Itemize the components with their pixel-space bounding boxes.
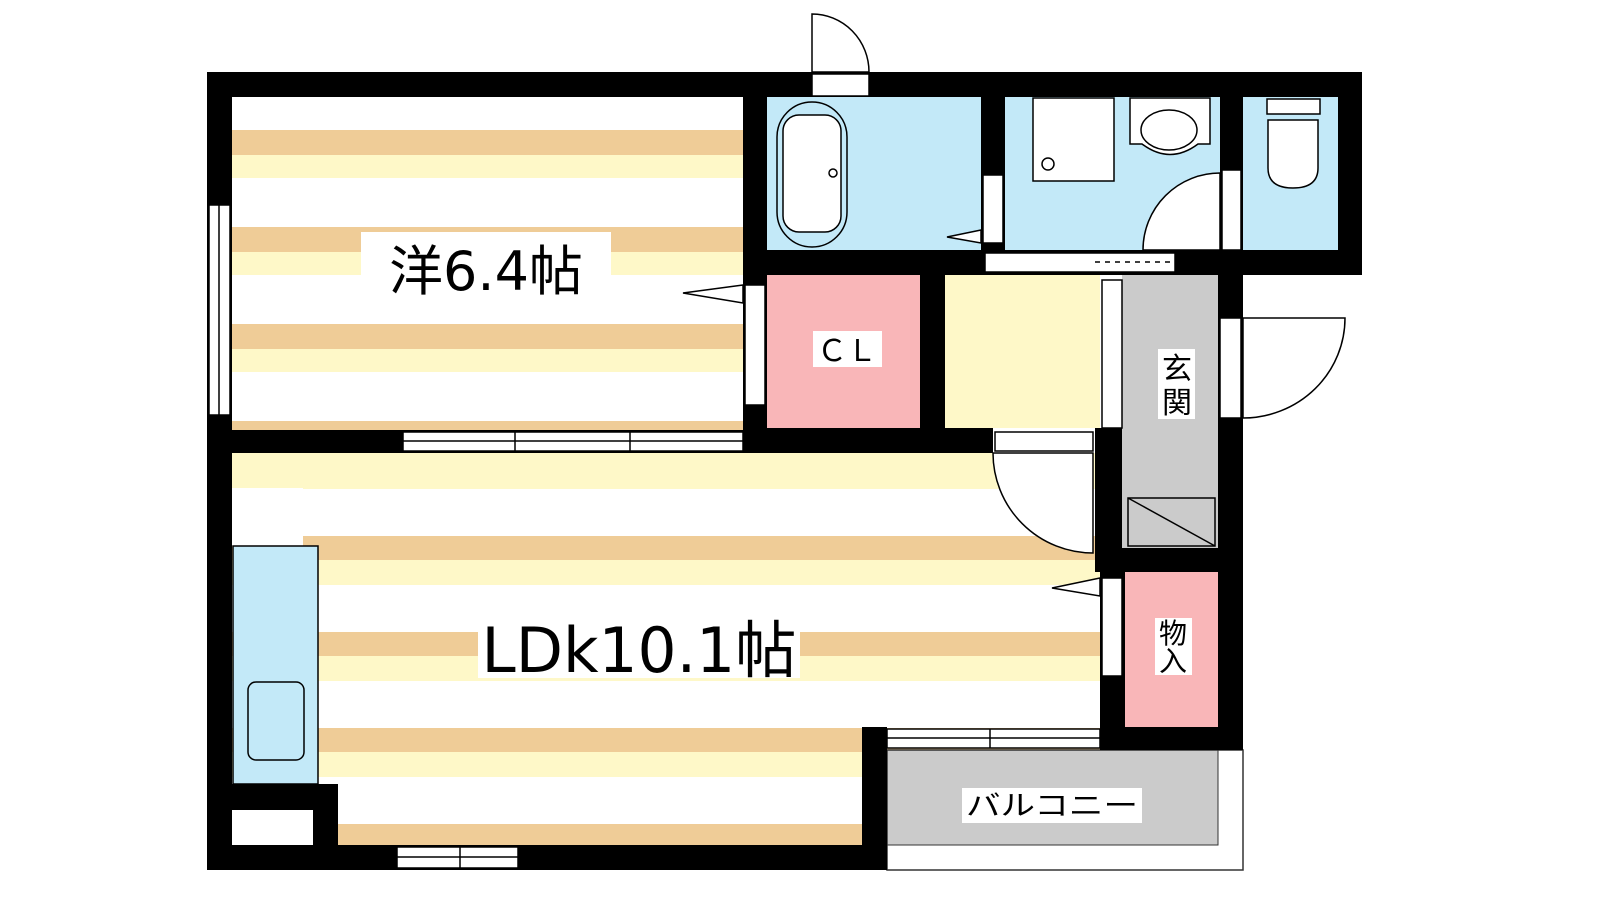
entrance-label-2: 関 (1162, 386, 1192, 421)
washing-machine-icon (1032, 97, 1115, 182)
storage-label-2: 入 (1159, 645, 1187, 678)
kitchen-counter (232, 545, 319, 785)
sink-icon (1129, 97, 1211, 156)
hall-room (945, 275, 1100, 428)
balcony-label: バルコニー (966, 789, 1138, 822)
windows (208, 204, 1176, 869)
closet-label: ＣＬ (817, 334, 877, 369)
ldk-label: LDk10.1帖 (482, 614, 797, 687)
doors[interactable] (682, 13, 1346, 677)
bathtub-icon (776, 101, 848, 248)
storage-label-1: 物 (1159, 617, 1187, 650)
western-room-label: 洋6.4帖 (389, 240, 583, 303)
entrance-label-1: 玄 (1162, 352, 1192, 387)
shoe-box (1127, 497, 1216, 547)
toilet-icon (1266, 98, 1321, 189)
